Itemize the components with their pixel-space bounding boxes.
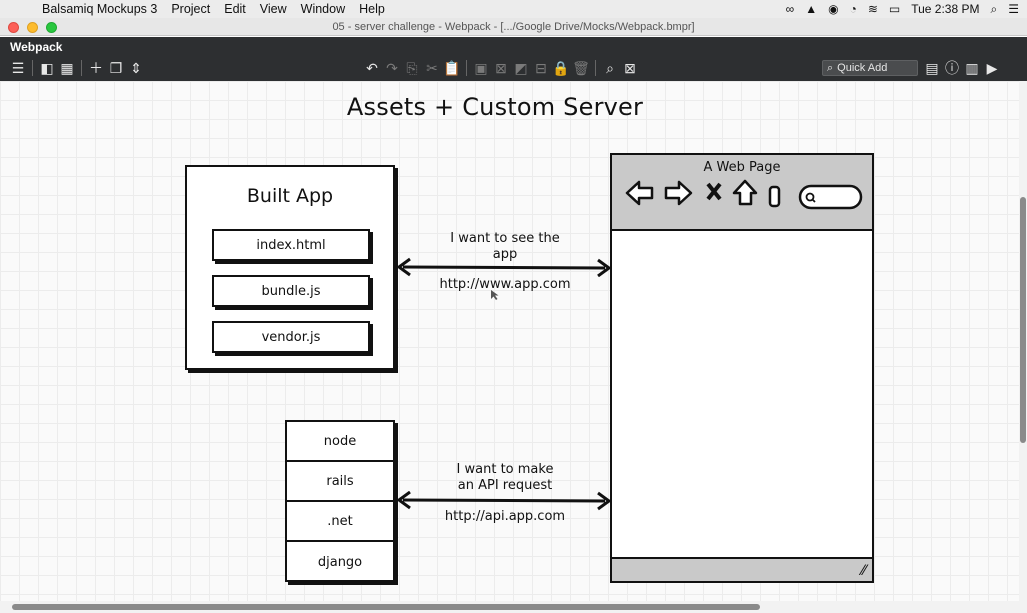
wifi-icon[interactable]: ≋ [867, 2, 878, 16]
toolbar-center-group: ↶ ↷ ⎘ ✂ 📋 ▣ ⊠ ◩ ⊟ 🔒 🗑 ⌕ ⊠ [362, 58, 640, 78]
toolbar-right-group: ▤ ⓘ ▥ ▶ [922, 58, 1002, 78]
trash-icon[interactable]: 🗑 [572, 59, 590, 76]
bottom-double-arrow[interactable] [395, 491, 613, 511]
toolbar-separator [595, 60, 596, 76]
file-index-html[interactable]: index.html [212, 229, 370, 261]
built-app-heading: Built App [246, 185, 334, 207]
vertical-scrollbar-thumb[interactable] [1020, 197, 1026, 443]
horizontal-scrollbar[interactable] [0, 601, 1027, 613]
notes-icon[interactable]: ▥ [965, 59, 979, 76]
home-icon [732, 179, 758, 206]
window-title: 05 - server challenge - Webpack - [.../G… [332, 20, 695, 33]
macos-menubar: Balsamiq Mockups 3 Project Edit View Win… [0, 0, 1027, 18]
top-arrow-label-line2: app [492, 247, 518, 262]
mouse-pointer-icon [491, 290, 499, 300]
toolbar-separator [466, 60, 467, 76]
align-icon[interactable]: ⊟ [535, 59, 547, 76]
menubar-status-area: ∞ ▲ ◉ ◔ ≋ ▭ Tue 2:38 PM ⌕ ☰ [786, 0, 1019, 18]
toolbar-separator [32, 60, 33, 76]
toolbar-separator [81, 60, 82, 76]
info-icon[interactable]: ⓘ [945, 60, 959, 76]
duplicate-icon[interactable]: ❐ [109, 59, 123, 76]
cut-icon[interactable]: ✂ [426, 59, 438, 76]
add-icon[interactable]: ＋ [89, 60, 103, 76]
browser-search-field [798, 184, 863, 210]
ungroup-icon[interactable]: ⊠ [495, 59, 507, 76]
ui-library-icon[interactable]: ▤ [925, 59, 939, 76]
find-icon[interactable]: ⌕ [606, 59, 614, 76]
server-django[interactable]: django [317, 554, 363, 570]
grid-view-icon[interactable]: ▦ [60, 59, 74, 76]
resize-grip-icon: ⁄⁄ [861, 563, 866, 579]
server-node[interactable]: node [287, 422, 393, 462]
browser-nav-controls [625, 179, 863, 210]
file-vendor-js[interactable]: vendor.js [212, 321, 370, 353]
server-dotnet[interactable]: .net [287, 502, 393, 542]
forward-arrow-icon [664, 180, 693, 206]
single-pane-icon[interactable]: ◧ [40, 59, 54, 76]
paste-icon[interactable]: 📋 [443, 59, 461, 76]
glasses-icon[interactable]: ∞ [785, 2, 795, 16]
clear-x-icon[interactable]: ⊠ [624, 59, 636, 76]
spotlight-icon[interactable]: ⌕ [990, 1, 998, 16]
battery-icon[interactable]: ▭ [888, 2, 901, 16]
back-arrow-icon [625, 180, 654, 206]
built-app-panel[interactable]: Built App index.html bundle.js vendor.js [185, 165, 395, 370]
bottom-arrow-url[interactable]: http://api.app.com [444, 509, 566, 524]
browser-status-bar: ⁄⁄ [612, 557, 872, 581]
search-icon: ⌕ [827, 61, 834, 74]
top-arrow-url[interactable]: http://www.app.com [439, 277, 571, 292]
vertical-scrollbar[interactable] [1019, 81, 1027, 601]
copy-icon[interactable]: ⎘ [406, 59, 418, 76]
menu-app-name[interactable]: Balsamiq Mockups 3 [42, 2, 158, 16]
close-window-button[interactable] [8, 22, 19, 33]
bottom-arrow-label-line2: an API request [457, 478, 553, 493]
server-rails[interactable]: rails [287, 462, 393, 502]
google-drive-icon[interactable]: ▲ [805, 2, 818, 16]
menu-edit[interactable]: Edit [224, 2, 246, 16]
menu-project[interactable]: Project [171, 2, 211, 16]
horizontal-scrollbar-thumb[interactable] [12, 604, 760, 610]
browser-page-title: A Web Page [703, 160, 781, 175]
top-arrow-label-line1: I want to see the [450, 231, 560, 246]
quick-add-label: Quick Add [837, 62, 888, 74]
top-double-arrow[interactable] [395, 257, 613, 277]
window-titlebar: 05 - server challenge - Webpack - [.../G… [0, 18, 1027, 36]
time-machine-icon[interactable]: ◔ [849, 2, 857, 16]
server-stack[interactable]: node rails .net django [285, 420, 395, 582]
undo-icon[interactable]: ↶ [366, 59, 378, 76]
file-bundle-js[interactable]: bundle.js [212, 275, 370, 307]
bottom-arrow-label-line1: I want to make [456, 462, 554, 477]
redo-icon[interactable]: ↷ [386, 59, 398, 76]
menu-help[interactable]: Help [359, 2, 385, 16]
minimize-window-button[interactable] [27, 22, 38, 33]
presentation-play-icon[interactable]: ▶ [986, 59, 998, 76]
mockup-title[interactable]: Assets + Custom Server [346, 93, 644, 121]
menu-window[interactable]: Window [300, 2, 346, 16]
top-arrow-label[interactable]: I want to see the app [415, 231, 595, 263]
window-controls [8, 22, 57, 33]
browser-chrome: A Web Page [612, 155, 872, 231]
app-toolbar: Webpack ☰ ◧ ▦ ＋ ❐ ⇕ ↶ ↷ ⎘ ✂ 📋 ▣ ⊠ ◩ ⊟ 🔒 … [0, 37, 1027, 81]
notification-center-icon[interactable]: ☰ [1008, 2, 1019, 16]
menu-view[interactable]: View [259, 2, 287, 16]
project-name: Webpack [10, 40, 63, 54]
toolbar-left-group: ☰ ◧ ▦ ＋ ❐ ⇕ [8, 58, 146, 78]
stop-x-icon [706, 182, 722, 201]
quick-add-search[interactable]: ⌕ Quick Add [822, 60, 918, 76]
bottom-arrow-label[interactable]: I want to make an API request [415, 462, 595, 494]
bring-front-icon[interactable]: ◩ [514, 59, 528, 76]
hamburger-menu-icon[interactable]: ☰ [11, 59, 25, 76]
zoom-window-button[interactable] [46, 22, 57, 33]
mockup-canvas[interactable]: Assets + Custom Server Built App index.h… [0, 81, 1019, 601]
browser-window-mockup[interactable]: A Web Page [610, 153, 874, 583]
refresh-icon [768, 185, 781, 208]
record-icon[interactable]: ◉ [828, 2, 839, 16]
menubar-clock[interactable]: Tue 2:38 PM [911, 2, 980, 16]
group-icon[interactable]: ▣ [474, 59, 488, 76]
lock-icon[interactable]: 🔒 [552, 59, 570, 76]
move-up-down-icon[interactable]: ⇕ [130, 59, 142, 76]
